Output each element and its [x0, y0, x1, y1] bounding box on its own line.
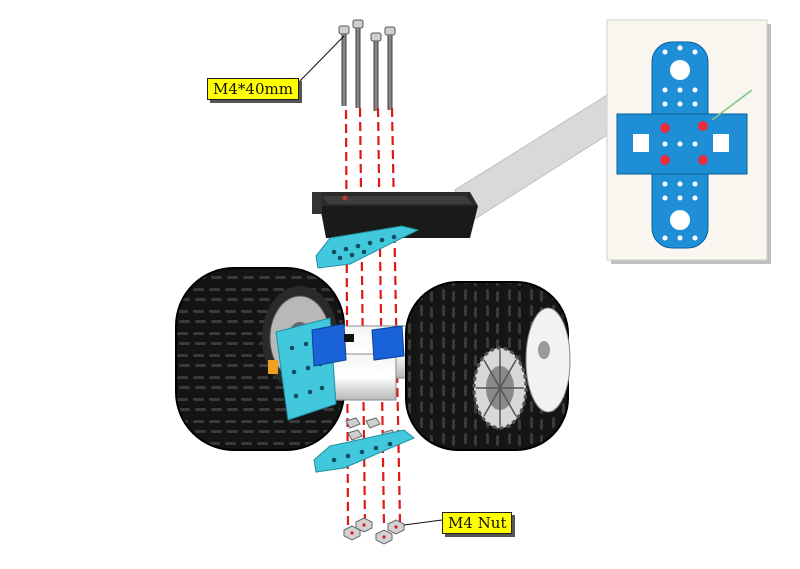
nut-callout-leader [403, 519, 443, 526]
nut-icon [343, 517, 405, 545]
battery-box-icon [312, 192, 478, 238]
inset-detail [606, 19, 771, 264]
sprocket-wheel-icon [472, 346, 528, 430]
top-bracket [315, 225, 420, 269]
screw-icon [338, 19, 396, 111]
motor-icon [311, 323, 405, 367]
highlighted-holes [660, 121, 708, 165]
zoom-beam [454, 91, 613, 223]
alignment-guides [344, 107, 402, 529]
nut-callout: M4 Nut [442, 512, 513, 534]
bottom-bracket [313, 429, 415, 473]
screw-callout-leader [296, 35, 345, 85]
screw-size-callout: M4*40mm [207, 78, 299, 100]
